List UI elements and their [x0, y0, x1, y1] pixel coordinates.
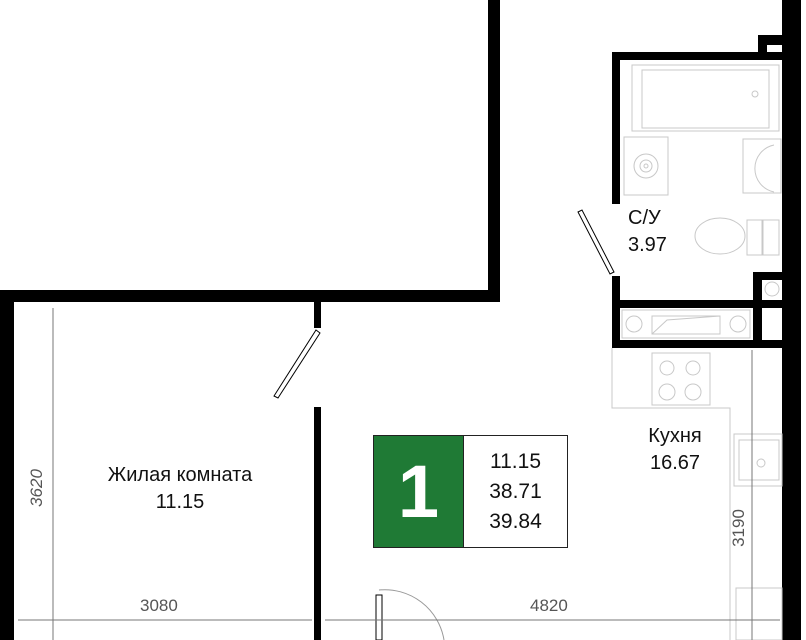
living-area: 11.15 [490, 449, 541, 473]
bathroom-door [577, 209, 615, 275]
dimension-living-width: 3080 [140, 596, 178, 615]
room-label-bathroom: С/У 3.97 [628, 205, 667, 259]
toilet-icon [694, 217, 746, 255]
dimension-hall-width: 4820 [530, 596, 568, 615]
fixtures [611, 64, 783, 640]
cabinet-icon [735, 587, 783, 640]
entrance-door [375, 594, 383, 640]
kitchen-sink-icon [733, 433, 783, 487]
entrance-door-swing [378, 589, 445, 640]
room-area: 3.97 [628, 234, 667, 256]
doors [273, 209, 615, 640]
kitchen-counter [611, 348, 731, 640]
stove-icon [651, 352, 711, 406]
radiator-icon [621, 309, 751, 339]
sink-icon [742, 138, 782, 194]
room-name: С/У [628, 207, 661, 229]
room-label-kitchen: Кухня 16.67 [625, 423, 725, 477]
living-door [273, 329, 321, 399]
dimension-lines [18, 308, 780, 640]
room-area: 11.15 [155, 491, 205, 513]
apartment-badge: 1 11.15 38.71 39.84 [373, 435, 568, 548]
room-area: 16.67 [649, 452, 701, 474]
dimension-living-height: 3620 [26, 469, 46, 507]
total-area-with-balcony: 39.84 [489, 509, 542, 533]
total-area: 38.71 [489, 479, 542, 503]
area-summary: 11.15 38.71 39.84 [463, 436, 567, 547]
rooms-count: 1 [374, 436, 463, 547]
room-label-living: Жилая комната 11.15 [80, 462, 280, 516]
room-name: Кухня [648, 425, 702, 447]
room-name: Жилая комната [107, 464, 253, 486]
bathtub-icon [631, 64, 780, 132]
dimension-kitchen-height: 3190 [728, 509, 748, 547]
washing-machine-icon [623, 136, 669, 196]
